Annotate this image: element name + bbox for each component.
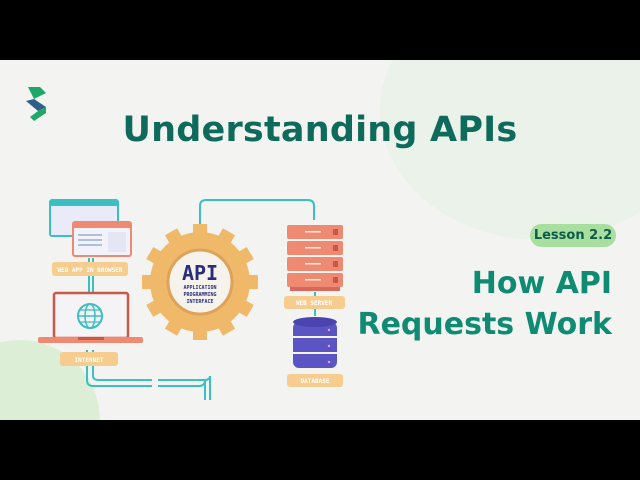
api-full-line-3: INTERFACE [186,299,213,305]
api-gear-icon [142,224,258,340]
brand-logo-icon [26,87,46,121]
api-full-line-1: APPLICATION [183,285,216,291]
database-label: DATABASE [301,378,330,385]
gear-tooth [236,246,254,266]
gear-tooth [146,298,164,318]
gear-tooth [164,318,184,336]
gear-tooth [146,246,164,266]
web-server-label: WEB SERVER [296,300,333,307]
lesson-badge: Lesson 2.2 [530,224,616,247]
internet-label: INTERNET [75,357,104,364]
subtitle-line-1: How API [471,266,612,301]
thumbnail: Understanding APIs Lesson 2.2 How API Re… [0,60,640,420]
api-label: API [182,261,218,285]
gear-tooth [164,228,184,246]
gear-tooth [236,298,254,318]
api-full-line-2: PROGRAMMING [183,292,216,298]
browser-window-front-icon [72,221,132,257]
gear-tooth [216,228,236,246]
gear-tooth [216,318,236,336]
database-icon [293,317,337,368]
web-app-label: WEB APP IN BROWSER [57,267,122,274]
subtitle-line-2: Requests Work [357,307,612,342]
page-title: Understanding APIs [122,110,518,150]
api-diagram: WEB APP IN BROWSER INTERNET API APPLICAT… [38,199,345,400]
web-server-icon [287,225,343,291]
laptop-globe-icon [38,291,143,343]
